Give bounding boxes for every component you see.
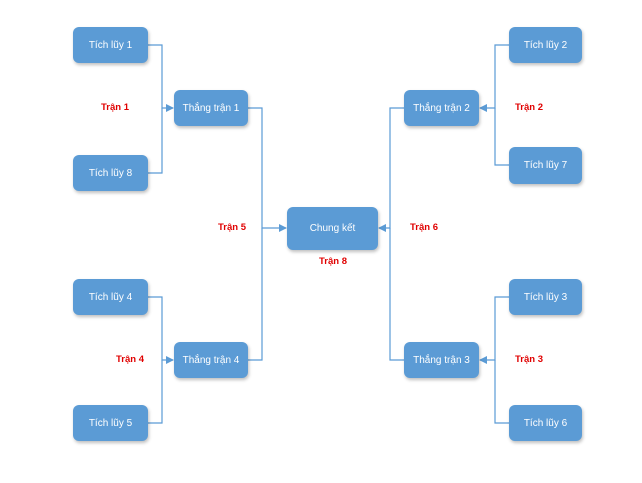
label-tran-1: Trận 1 (101, 102, 129, 113)
node-tich-luy-2: Tích lũy 2 (509, 27, 582, 63)
node-tich-luy-5: Tích lũy 5 (73, 405, 148, 441)
connector-t1-w1 (148, 44, 174, 112)
label-tran-4: Trận 4 (116, 354, 144, 365)
node-tich-luy-3: Tích lũy 3 (509, 279, 582, 315)
connector-w1-final (248, 107, 287, 232)
node-tich-luy-6: Tích lũy 6 (509, 405, 582, 441)
label-tran-2: Trận 2 (515, 102, 543, 113)
label-tran-5: Trận 5 (218, 222, 246, 233)
node-thang-tran-4: Thắng trận 4 (174, 342, 248, 378)
node-thang-tran-1: Thắng trận 1 (174, 90, 248, 126)
node-tich-luy-4: Tích lũy 4 (73, 279, 148, 315)
connector-t6-w3 (494, 360, 509, 424)
connector-t3-w3 (479, 296, 509, 364)
label-tran-6: Trận 6 (410, 222, 438, 233)
node-thang-tran-3: Thắng trận 3 (404, 342, 479, 378)
label-tran-3: Trận 3 (515, 354, 543, 365)
connector-t5-w4 (148, 360, 163, 424)
connector-w3-final (389, 228, 404, 361)
connector-t7-w2 (494, 108, 509, 166)
node-tich-luy-7: Tích lũy 7 (509, 147, 582, 184)
connector-w4-final (248, 228, 263, 361)
label-tran-8: Trận 8 (319, 256, 347, 267)
connector-t8-w1 (148, 108, 163, 174)
connector-t4-w4 (148, 296, 174, 364)
connector-w2-final (378, 107, 404, 232)
node-tich-luy-8: Tích lũy 8 (73, 155, 148, 191)
connector-t2-w2 (479, 44, 509, 112)
node-tich-luy-1: Tích lũy 1 (73, 27, 148, 63)
node-chung-ket: Chung kết (287, 207, 378, 250)
node-thang-tran-2: Thắng trận 2 (404, 90, 479, 126)
